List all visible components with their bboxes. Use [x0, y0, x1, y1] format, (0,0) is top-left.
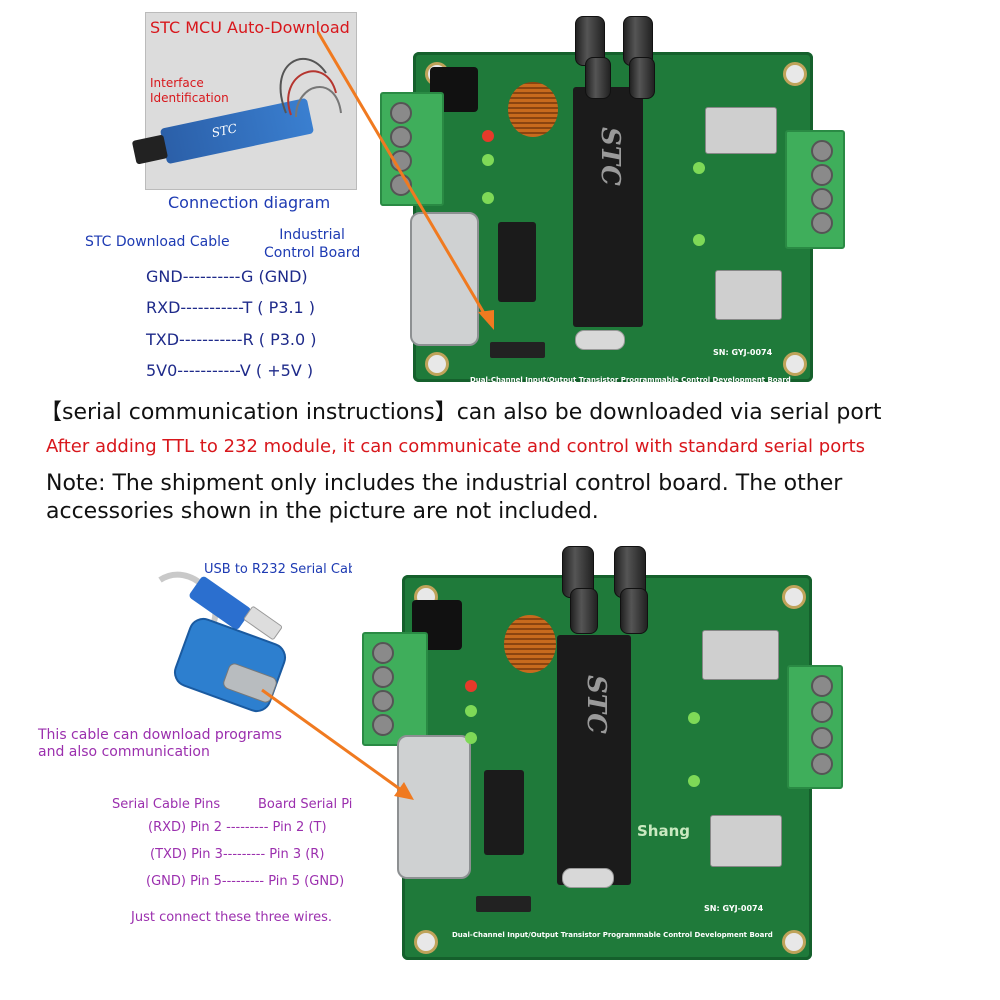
wiring-txd: TXD-----------R ( P3.0 )	[146, 330, 317, 349]
top-pointer-arrow	[316, 31, 494, 330]
wires-note: Just connect these three wires.	[131, 910, 332, 925]
screw	[372, 714, 394, 736]
screw	[372, 690, 394, 712]
screw	[390, 126, 412, 148]
regulator-heatsink	[705, 107, 777, 154]
mcu-chip: STC	[557, 635, 631, 885]
download-cable-header: STC Download Cable	[85, 234, 230, 250]
led-green	[465, 705, 477, 717]
electrolytic-capacitor	[585, 57, 611, 99]
mcu-chip: STC	[573, 87, 643, 327]
interface-label: Interface Identification	[150, 76, 229, 105]
pin-header	[490, 342, 545, 358]
board-serial-pins-header: Board Serial Pins	[258, 797, 368, 812]
top-board-photo: STC Dual-Channel Input/Output Transistor…	[375, 12, 845, 392]
led-green	[693, 234, 705, 246]
screw	[811, 753, 833, 775]
driver-chip	[498, 222, 536, 302]
inductor-coil	[504, 615, 556, 673]
connection-diagram-label: Connection diagram	[168, 193, 331, 212]
regulator-heatsink	[710, 815, 782, 867]
led-green	[465, 732, 477, 744]
pin-map-rxd: (RXD) Pin 2 --------- Pin 2 (T)	[148, 820, 327, 835]
terminal-block-right	[785, 130, 845, 249]
electrolytic-capacitor	[629, 57, 655, 99]
mount-hole	[414, 930, 438, 954]
wiring-5v0: 5V0-----------V ( +5V )	[146, 361, 314, 380]
bottom-board-photo: STC Shang Dual-Channel Input/Output Tran…	[352, 540, 843, 965]
led-green	[688, 712, 700, 724]
cable-note: This cable can download programs and als…	[38, 727, 282, 760]
db9-connector	[397, 735, 471, 879]
regulator-heatsink	[715, 270, 782, 320]
control-board-header: Industrial Control Board	[264, 227, 361, 261]
screw	[811, 727, 833, 749]
bottom-pointer-arrow	[261, 688, 414, 800]
driver-chip	[484, 770, 524, 855]
pin-map-txd: (TXD) Pin 3--------- Pin 3 (R)	[150, 847, 325, 862]
electrolytic-capacitor	[620, 588, 648, 634]
led-green	[693, 162, 705, 174]
screw	[811, 140, 833, 162]
usb-rs232-cable	[158, 571, 287, 713]
screw	[811, 164, 833, 186]
board-serial: SN: GYJ-0074	[713, 348, 773, 357]
screw	[390, 102, 412, 124]
terminal-block-right	[787, 665, 843, 789]
regulator-heatsink	[702, 630, 779, 680]
crystal	[562, 868, 614, 888]
led-green	[688, 775, 700, 787]
mount-hole	[782, 585, 806, 609]
pin-map-gnd: (GND) Pin 5--------- Pin 5 (GND)	[146, 874, 345, 889]
mount-hole	[425, 352, 449, 376]
led-green	[482, 154, 494, 166]
screw	[811, 701, 833, 723]
serial-cable-pins-header: Serial Cable Pins	[112, 797, 221, 812]
db9-connector	[410, 212, 479, 346]
screw	[811, 188, 833, 210]
mount-hole	[782, 930, 806, 954]
shipment-note: Note: The shipment only includes the ind…	[46, 471, 843, 524]
screw	[811, 212, 833, 234]
pin-header	[476, 896, 531, 912]
screw	[372, 642, 394, 664]
led-red	[465, 680, 477, 692]
board-caption: Dual-Channel Input/Output Transistor Pro…	[452, 931, 773, 939]
board-serial: SN: GYJ-0074	[704, 904, 764, 913]
screw	[372, 666, 394, 688]
serial-instructions: 【serial communication instructions】can a…	[40, 400, 882, 425]
mount-hole	[783, 352, 807, 376]
led-green	[482, 192, 494, 204]
usb-ttl-photo: STC	[131, 12, 357, 190]
inductor-coil	[508, 82, 558, 137]
wiring-rxd: RXD-----------T ( P3.1 )	[146, 298, 316, 317]
auto-download-label: STC MCU Auto-Download	[150, 18, 350, 37]
screw	[811, 675, 833, 697]
usb-rs232-label: USB to R232 Serial Cable	[204, 562, 368, 577]
board-caption: Dual-Channel Input/Output Transistor Pro…	[470, 376, 791, 384]
ttl-note: After adding TTL to 232 module, it can c…	[46, 436, 866, 457]
mount-hole	[783, 62, 807, 86]
electrolytic-capacitor	[570, 588, 598, 634]
dupont-wires	[279, 57, 342, 118]
wiring-gnd: GND----------G (GND)	[146, 267, 308, 286]
watermark: Shang	[637, 822, 691, 840]
terminal-block-left	[362, 632, 428, 746]
led-red	[482, 130, 494, 142]
crystal	[575, 330, 625, 350]
terminal-block-left	[380, 92, 444, 206]
